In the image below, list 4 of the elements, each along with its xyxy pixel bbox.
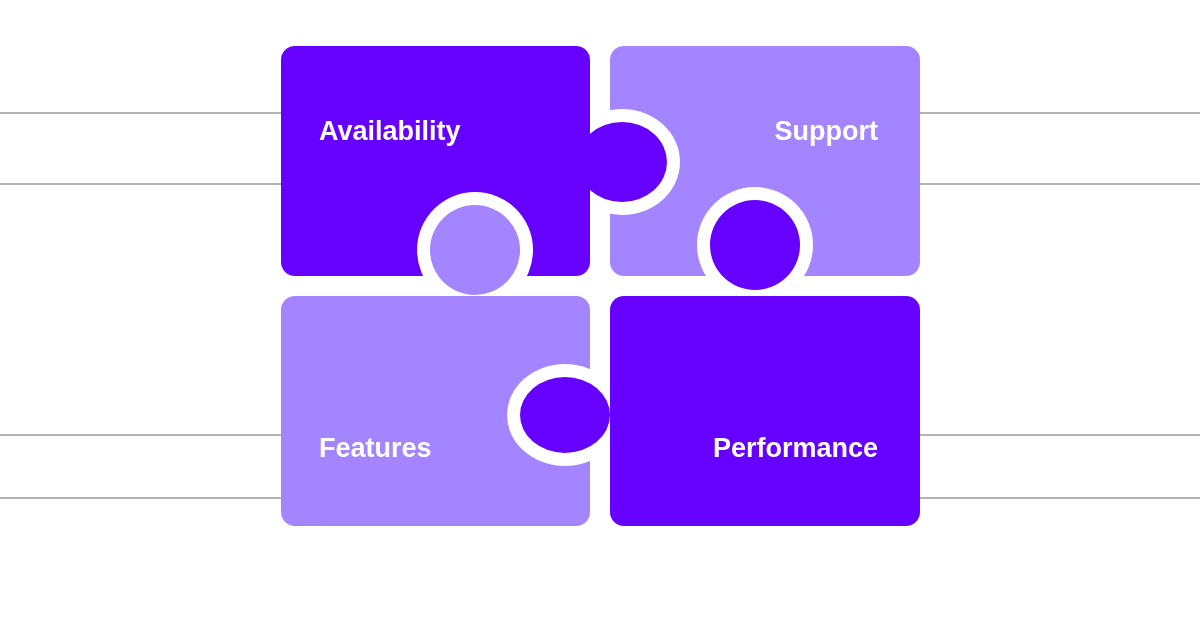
piece-label: Features <box>319 435 432 462</box>
piece-label: Performance <box>712 435 878 462</box>
piece-label: Availability <box>319 118 461 145</box>
piece-label: Support <box>774 118 878 145</box>
